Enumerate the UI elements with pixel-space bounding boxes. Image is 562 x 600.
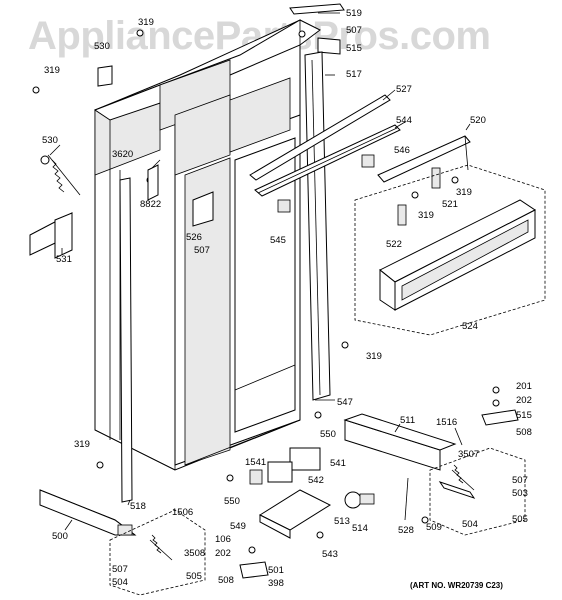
label-507-c: 507 [512,475,528,486]
hinge-3508 [149,534,173,561]
label-527: 527 [396,84,412,95]
label-202-a: 202 [516,395,532,406]
label-543: 543 [322,549,338,560]
label-520: 520 [470,115,486,126]
label-530: 530 [42,135,58,146]
label-515-a: 515 [346,43,362,54]
bracket-531 [29,212,73,259]
top-rail-519 [289,3,345,55]
hinge-bar-500 [39,489,137,536]
label-515-b: 515 [516,410,532,421]
part-522 [397,204,407,226]
bracket-501 [239,561,269,579]
bracket-530b [97,65,113,87]
vertical-strip-517 [304,51,331,401]
label-546: 546 [394,145,410,156]
label-500: 500 [52,531,68,542]
group-1516 [429,447,526,536]
label-519: 519 [346,8,362,19]
label-549: 549 [230,521,246,532]
label-504-a: 504 [462,519,478,530]
label-8822: 8822 [140,199,162,210]
label-507-d: 507 [112,564,128,575]
hinge-bar-511 [343,413,457,471]
clip-545 [277,199,291,213]
bracket-526 [192,191,214,227]
label-550-a: 550 [320,429,336,440]
rail-544 [254,124,401,197]
leader-lines [49,12,471,531]
label-3507: 3507 [458,449,480,460]
rail-527 [249,94,391,181]
label-507-b: 507 [194,245,210,256]
label-524: 524 [462,321,478,332]
label-514: 514 [352,523,368,534]
label-504-b: 504 [112,577,128,588]
module-1541 [249,469,263,485]
label-547: 547 [337,397,353,408]
label-3508: 3508 [184,548,206,559]
label-526: 526 [186,232,202,243]
label-501: 501 [268,565,284,576]
label-319-f: 319 [74,439,90,450]
label-518: 518 [130,501,146,512]
label-1506: 1506 [172,507,194,518]
bracket-508 [481,409,519,426]
clip-546 [361,154,375,168]
grille-panel-524 [354,164,546,336]
label-508-a: 508 [516,427,532,438]
label-398: 398 [268,578,284,589]
module-542 [267,461,293,483]
label-508-b: 508 [218,575,234,586]
label-319-d: 319 [418,210,434,221]
label-106: 106 [215,534,231,545]
part-521 [431,167,441,189]
label-319-c: 319 [456,187,472,198]
label-1516: 1516 [436,417,458,428]
label-513: 513 [334,516,350,527]
rod-528 [404,477,409,521]
vertical-strip-518 [119,177,133,503]
hinge-3507 [438,464,476,499]
label-550-b: 550 [224,496,240,507]
label-505-b: 505 [186,571,202,582]
art-number: (ART NO. WR20739 C23) [410,581,503,590]
label-319-b: 319 [44,65,60,76]
tray-549 [258,489,332,539]
bracket-520 [377,135,471,183]
motor-513 [344,491,375,509]
label-544: 544 [396,115,412,126]
label-1541: 1541 [245,457,267,468]
label-507-a: 507 [346,25,362,36]
label-521: 521 [442,199,458,210]
label-545: 545 [270,235,286,246]
label-509: 509 [426,522,442,533]
bracket-3620 [147,164,159,201]
label-522: 522 [386,239,402,250]
label-319-e: 319 [366,351,382,362]
label-517: 517 [346,69,362,80]
group-1506 [109,509,206,596]
label-503: 503 [512,488,528,499]
label-511: 511 [400,415,416,426]
spring-530 [40,154,81,196]
label-319-a: 319 [138,17,154,28]
label-541: 541 [330,458,346,469]
label-202-b: 202 [215,548,231,559]
label-531: 531 [56,254,72,265]
label-505-a: 505 [512,514,528,525]
label-530-top: 530 [94,41,110,52]
label-201: 201 [516,381,532,392]
label-528: 528 [398,525,414,536]
module-541 [289,447,321,471]
label-3620: 3620 [112,149,134,160]
label-542: 542 [308,475,324,486]
